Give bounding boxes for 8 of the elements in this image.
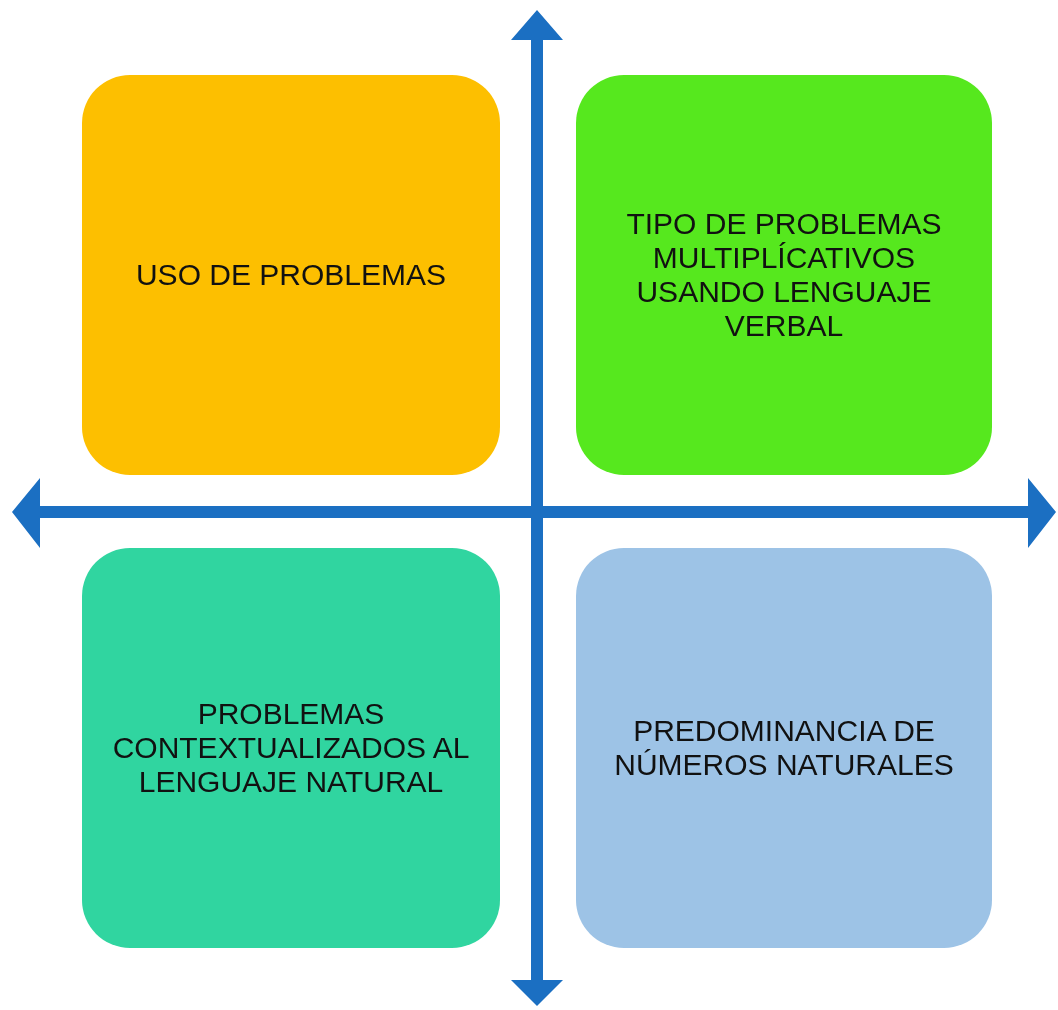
quadrant-box [82,548,500,948]
box-text: USO DE PROBLEMAS [135,258,447,292]
quadrant-box [576,75,992,475]
quadrant-box [576,548,992,948]
box-text: TIPO DE PROBLEMAS MULTIPLÍCATIVOS USANDO LENGUAJE VERBAL [625,207,943,343]
box-text: PROBLEMAS CONTEXTUALIZADOS AL LENGUAJE NATURAL [111,697,471,799]
quadrant-box [82,75,500,475]
box-text: PREDOMINANCIA DE NÚMEROS NATURALES [613,714,955,782]
